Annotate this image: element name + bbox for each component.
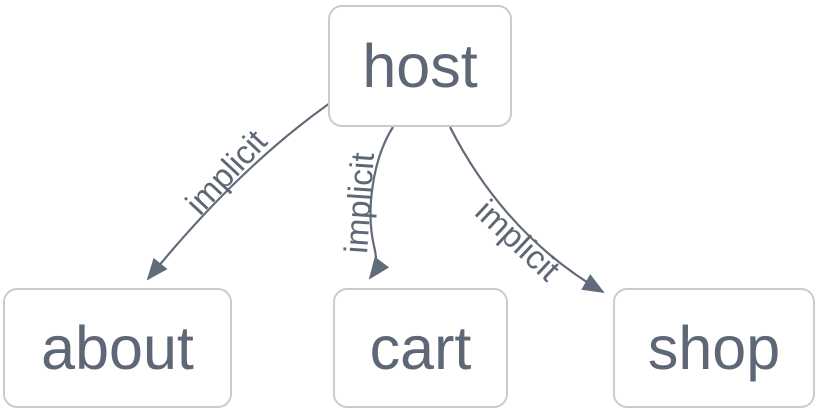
- node-shop-label: shop: [647, 313, 781, 382]
- edge-label-host-cart: implicit: [337, 151, 381, 254]
- edge-host-cart: [368, 126, 394, 280]
- node-about: about: [3, 288, 232, 408]
- node-about-label: about: [41, 313, 194, 382]
- node-cart: cart: [333, 288, 508, 408]
- node-host-label: host: [362, 31, 478, 100]
- node-shop: shop: [613, 288, 815, 408]
- edge-host-about: [146, 102, 331, 281]
- edge-host-shop: [449, 126, 605, 294]
- edge-label-host-about: implicit: [178, 123, 274, 222]
- edge-label-host-shop: implicit: [469, 192, 568, 288]
- node-host: host: [328, 5, 512, 127]
- node-cart-label: cart: [369, 313, 472, 382]
